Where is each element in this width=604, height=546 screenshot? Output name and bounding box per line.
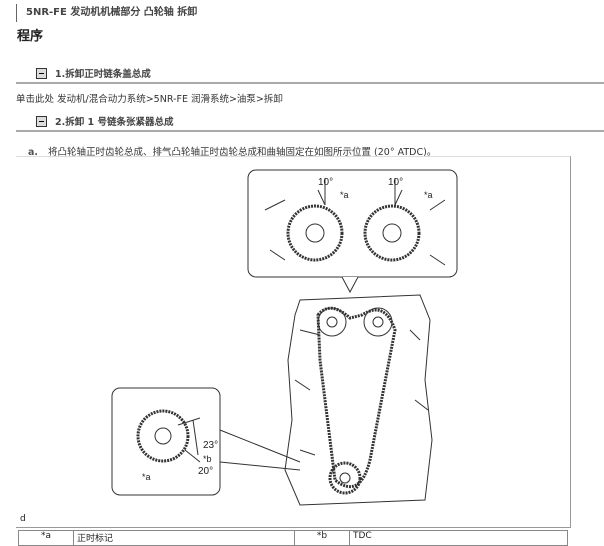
intake-sprocket <box>317 307 347 337</box>
angle-23-label: 23° <box>203 440 218 451</box>
angle-20-label: 20° <box>198 466 213 477</box>
mark-b-label: *b <box>203 454 212 464</box>
legend-value: 正时标记 <box>73 530 295 546</box>
crank-sprocket <box>328 461 362 495</box>
mark-a-label: *a <box>142 472 151 482</box>
camshaft-callout <box>247 169 458 278</box>
breadcrumb: 5NR-FE 发动机机械部分 凸轮轴 拆卸 <box>16 4 197 22</box>
divider <box>16 82 604 84</box>
step-a: a. 将凸轮轴正时齿轮总成、排气凸轮轴正时齿轮总成和曲轴固定在如图所示位置 (20… <box>28 144 436 158</box>
collapse-icon[interactable] <box>36 67 47 79</box>
mark-a-label: *a <box>340 190 349 200</box>
figure-frame <box>16 156 571 528</box>
section-1-heading[interactable]: 1.拆卸正时链条盖总成 <box>36 66 151 80</box>
section-1-label: 1.拆卸正时链条盖总成 <box>55 69 151 80</box>
divider <box>16 130 604 132</box>
legend-value: TDC <box>349 530 568 546</box>
section-2-label: 2.拆卸 1 号链条张紧器总成 <box>55 117 174 128</box>
step-marker: a. <box>28 147 39 158</box>
legend-table: *a 正时标记 *b TDC <box>18 530 568 546</box>
page-title: 程序 <box>17 29 44 44</box>
timing-chain <box>316 306 397 489</box>
angle-left-label: 10° <box>318 177 333 188</box>
exhaust-sprocket <box>363 307 393 337</box>
reference-link[interactable]: 单击此处 发动机/混合动力系统>5NR-FE 润滑系统>油泵>拆卸 <box>16 94 283 105</box>
step-text: 将凸轮轴正时齿轮总成、排气凸轮轴正时齿轮总成和曲轴固定在如图所示位置 (20° … <box>48 147 437 158</box>
crankshaft-callout <box>111 387 221 496</box>
figure-corner-label: d <box>20 514 26 524</box>
legend-key: *b <box>294 530 350 546</box>
mark-a-label: *a <box>424 190 433 200</box>
section-2-heading[interactable]: 2.拆卸 1 号链条张紧器总成 <box>36 114 173 128</box>
angle-right-label: 10° <box>388 177 403 188</box>
legend-key: *a <box>18 530 74 546</box>
table-row: *a 正时标记 *b TDC <box>18 530 568 546</box>
engine-block <box>284 294 433 506</box>
collapse-icon[interactable] <box>36 115 47 127</box>
